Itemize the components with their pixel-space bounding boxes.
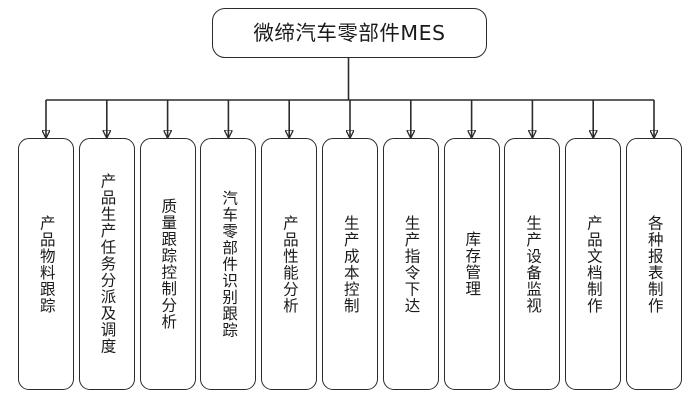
leaf-node-6[interactable]: 生产成本控制 bbox=[322, 138, 378, 390]
leaf-node-10[interactable]: 产品文档制作 bbox=[565, 138, 622, 390]
leaf-node-5[interactable]: 产品性能分析 bbox=[261, 138, 318, 390]
root-node-label: 微缔汽车零部件MES bbox=[253, 20, 446, 45]
root-node[interactable]: 微缔汽车零部件MES bbox=[212, 8, 487, 58]
leaf-node-label: 生产成本控制 bbox=[341, 214, 360, 314]
leaf-node-label: 产品物料跟踪 bbox=[37, 214, 56, 314]
leaf-node-2[interactable]: 产品生产任务分派及调度 bbox=[78, 138, 135, 390]
leaf-node-label: 库存管理 bbox=[463, 231, 482, 297]
leaf-node-label: 生产设备监视 bbox=[524, 214, 543, 314]
leaf-node-label: 汽车零部件识别跟踪 bbox=[220, 189, 239, 339]
drop-lines bbox=[46, 100, 654, 137]
leaf-node-7[interactable]: 生产指令下达 bbox=[382, 138, 439, 390]
leaf-node-label: 产品文档制作 bbox=[584, 214, 603, 314]
leaf-node-label: 质量跟踪控制分析 bbox=[159, 198, 178, 330]
leaf-node-1[interactable]: 产品物料跟踪 bbox=[18, 138, 74, 390]
leaf-node-label: 产品性能分析 bbox=[280, 214, 299, 314]
leaf-node-label: 产品生产任务分派及调度 bbox=[98, 173, 117, 355]
leaf-node-label: 生产指令下达 bbox=[402, 214, 421, 314]
leaf-node-label: 各种报表制作 bbox=[645, 214, 664, 314]
leaf-node-9[interactable]: 生产设备监视 bbox=[504, 138, 561, 390]
leaf-node-11[interactable]: 各种报表制作 bbox=[626, 138, 682, 390]
leaf-node-8[interactable]: 库存管理 bbox=[443, 138, 500, 390]
leaf-node-4[interactable]: 汽车零部件识别跟踪 bbox=[200, 138, 257, 390]
leaf-node-3[interactable]: 质量跟踪控制分析 bbox=[139, 138, 196, 390]
